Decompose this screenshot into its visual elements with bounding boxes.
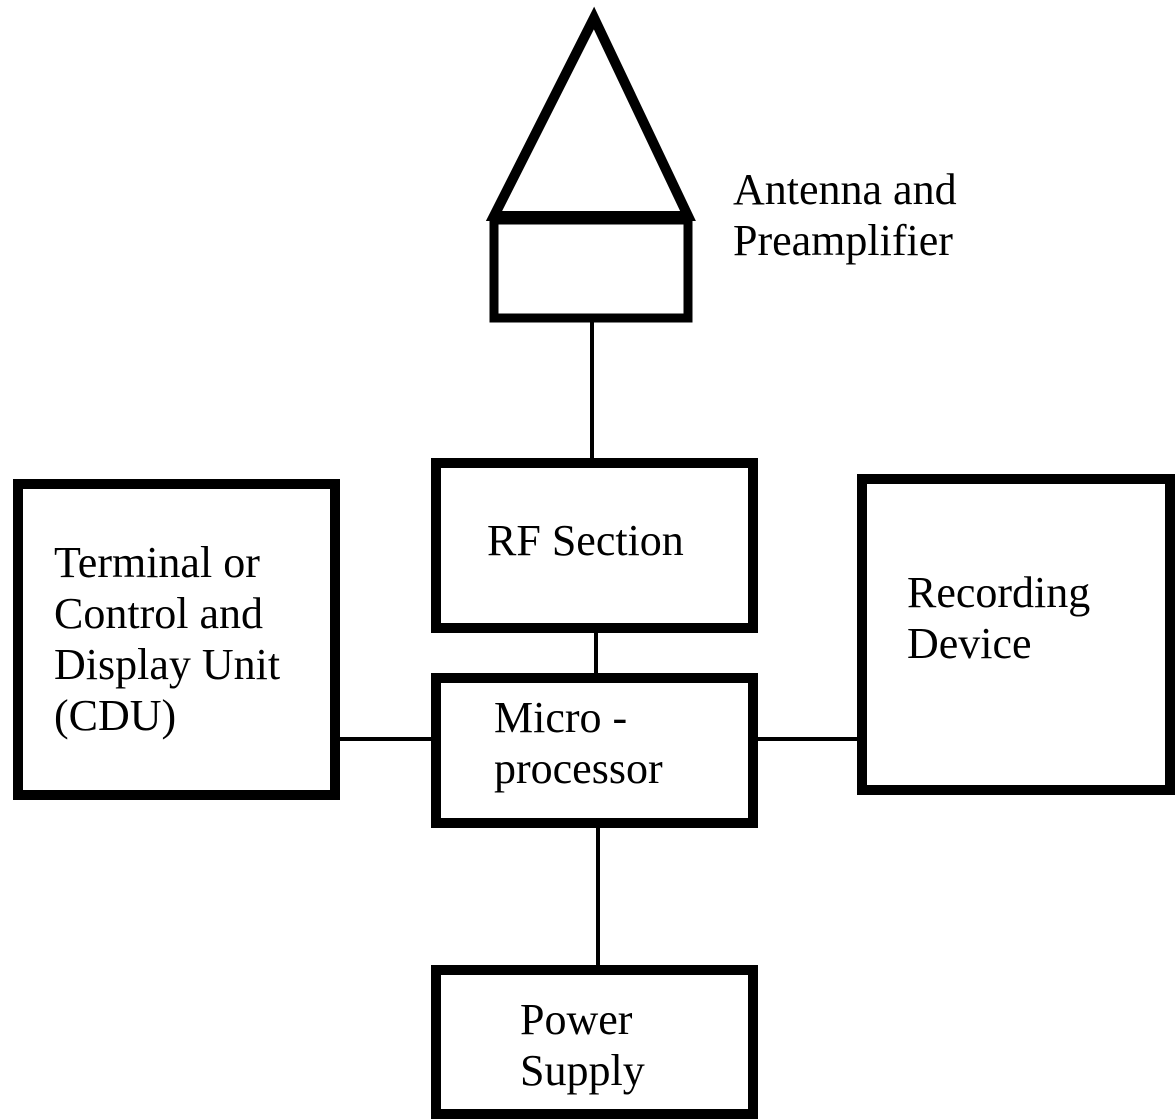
rf-section-label: RF Section bbox=[487, 515, 684, 566]
microprocessor-label-line1: Micro - bbox=[494, 693, 628, 742]
power-supply-label-line2: Supply bbox=[520, 1046, 645, 1095]
power-supply-box bbox=[431, 965, 758, 1119]
terminal-label-line4: (CDU) bbox=[54, 691, 177, 740]
antenna-label: Antenna and Preamplifier bbox=[733, 164, 957, 266]
terminal-label-line2: Control and bbox=[54, 589, 263, 638]
recording-device-label-line2: Device bbox=[907, 619, 1032, 668]
terminal-cdu-box bbox=[13, 479, 340, 800]
terminal-label-line3: Display Unit bbox=[54, 640, 281, 689]
preamplifier-box bbox=[489, 215, 693, 323]
microprocessor-label: Micro - processor bbox=[494, 692, 663, 794]
recording-device-label-line1: Recording bbox=[907, 568, 1091, 617]
antenna-label-line2: Preamplifier bbox=[733, 216, 953, 265]
rf-section-box bbox=[431, 458, 758, 633]
terminal-label-line1: Terminal or bbox=[54, 538, 260, 587]
power-supply-label: Power Supply bbox=[520, 994, 645, 1096]
antenna-icon bbox=[485, 6, 696, 221]
antenna-label-line1: Antenna and bbox=[733, 165, 957, 214]
power-supply-label-line1: Power bbox=[520, 995, 633, 1044]
recording-device-box bbox=[857, 474, 1175, 795]
microprocessor-box bbox=[431, 673, 758, 828]
microprocessor-label-line2: processor bbox=[494, 744, 663, 793]
terminal-label: Terminal or Control and Display Unit (CD… bbox=[54, 537, 280, 741]
rf-section-label-line1: RF Section bbox=[487, 516, 684, 565]
recording-device-label: Recording Device bbox=[907, 567, 1090, 669]
